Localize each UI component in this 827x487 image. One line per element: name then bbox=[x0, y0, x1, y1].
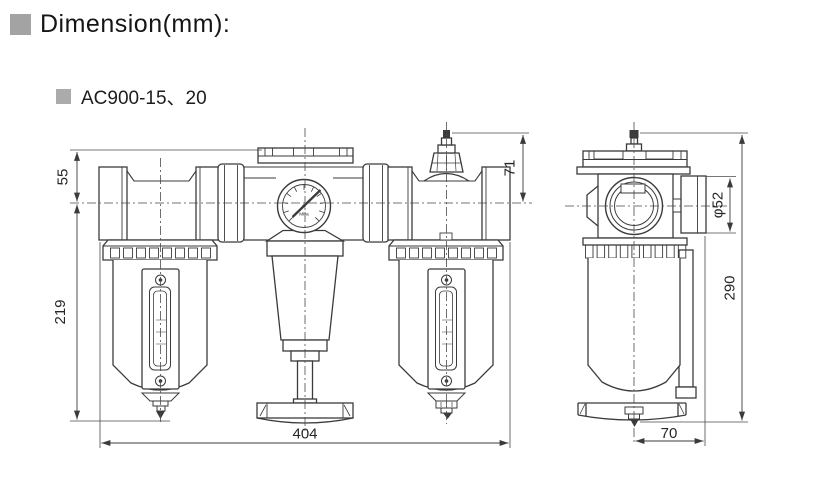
gauge-needle bbox=[291, 189, 322, 218]
model-label-row: AC900-15、20 bbox=[56, 83, 207, 110]
dim-290-label: 290 bbox=[721, 275, 738, 300]
dim-219-label: 219 bbox=[52, 299, 69, 324]
filter-unit bbox=[98, 166, 221, 419]
page-title-row: Dimension(mm): bbox=[10, 10, 230, 39]
dimension-annotations: 55 219 71 404 φ52 290 70 bbox=[52, 132, 748, 448]
dim-404-label: 404 bbox=[292, 426, 317, 443]
regulator-unit: MPa bbox=[244, 147, 363, 424]
centerlines bbox=[70, 122, 730, 444]
regulator-handwheel bbox=[256, 402, 354, 424]
dim-phi52-label: φ52 bbox=[709, 192, 726, 218]
model-label: AC900-15、20 bbox=[81, 88, 207, 109]
dim-70-label: 70 bbox=[661, 425, 678, 442]
mounting-bracket bbox=[678, 249, 694, 388]
lubricator-unit bbox=[387, 130, 511, 419]
side-view bbox=[576, 130, 707, 427]
page-title: Dimension(mm): bbox=[40, 10, 231, 38]
gauge-unit-label: MPa bbox=[299, 212, 309, 217]
pressure-gauge: MPa bbox=[276, 178, 332, 234]
dim-55-label: 55 bbox=[54, 169, 71, 186]
dim-71-label: 71 bbox=[501, 160, 518, 177]
model-bullet-icon bbox=[56, 89, 71, 104]
title-bullet-icon bbox=[10, 14, 31, 35]
gauge-side-profile bbox=[672, 175, 707, 234]
